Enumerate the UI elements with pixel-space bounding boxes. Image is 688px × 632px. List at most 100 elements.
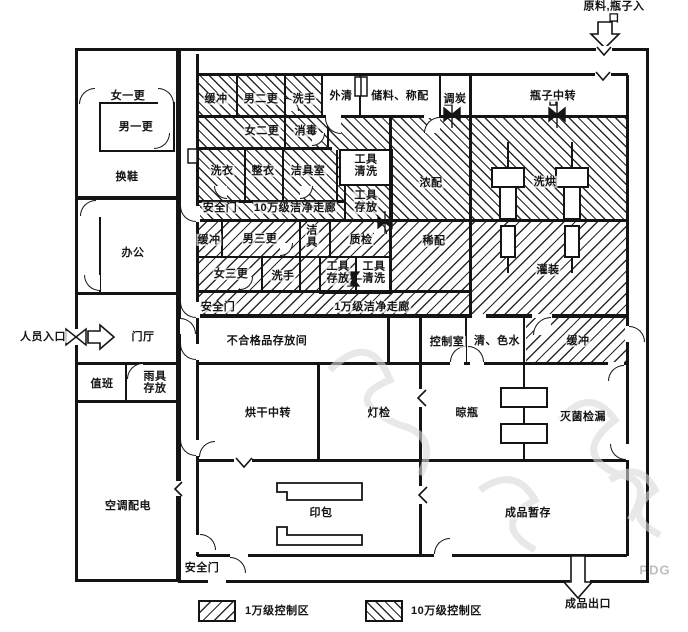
room-label-zhijian: 质检: [348, 233, 374, 247]
wall: [99, 217, 101, 294]
door-gap: [230, 554, 248, 557]
wall: [317, 365, 320, 461]
legend-swatch-100k: [365, 600, 403, 622]
room-label-miejian: 灭菌检漏: [559, 410, 607, 424]
room-label-nv1geng: 女一更: [109, 89, 147, 103]
wall: [244, 150, 246, 201]
wall: [389, 118, 392, 292]
door-gap: [472, 314, 486, 318]
room-label-waiqing: 外清: [328, 89, 354, 103]
room-label-dengjian: 灯检: [366, 406, 392, 420]
wall: [469, 75, 472, 221]
room-label-menting: 门厅: [130, 330, 156, 344]
room-label-yinbao: 印包: [308, 506, 334, 520]
door-gap: [74, 329, 80, 345]
outer-wall-left-wing: [75, 48, 179, 582]
wall: [77, 400, 178, 403]
room-label-xipei: 稀配: [421, 234, 447, 248]
room-label-jiejushi: 洁具室: [289, 164, 327, 178]
room-label-nv2geng: 女二更: [243, 124, 281, 138]
room-label-gongju-qingxi1: 工具 清洗: [353, 153, 379, 179]
wall: [77, 292, 178, 295]
room-label-nan1geng: 男一更: [117, 120, 155, 134]
room-label-xiyi: 洗衣: [209, 164, 235, 178]
door-gap: [434, 554, 452, 557]
legend-label-10k: 1万级控制区: [245, 604, 310, 617]
room-label-zhengyi: 整衣: [250, 164, 276, 178]
door-gap: [326, 115, 341, 118]
room-label-tiaotan: 调炭: [442, 92, 468, 106]
legend-swatch-10k: [198, 600, 236, 622]
room-label-liangping: 晾瓶: [454, 406, 480, 420]
room-label-chengpin: 成品暂存: [504, 506, 552, 520]
wall: [419, 459, 422, 556]
room-label-guanzhuang: 灌装: [535, 263, 561, 277]
wall: [197, 147, 332, 150]
wall: [197, 459, 627, 462]
wall: [282, 150, 284, 201]
room-label-gongju-cunfang2: 工具 存放: [325, 260, 351, 286]
room-label-huanxie: 换鞋: [114, 170, 140, 184]
wall: [419, 317, 422, 364]
door-gap: [195, 440, 200, 456]
label-anquanmen1: 安全门: [201, 201, 239, 215]
room-label-nongpei: 浓配: [418, 176, 444, 190]
wall: [221, 221, 223, 258]
room-label-huanchong2: 缓冲: [196, 233, 222, 247]
door-gap: [195, 302, 200, 318]
room-label-jieju: 洁 具: [305, 224, 319, 250]
door-gap: [195, 344, 200, 360]
room-label-xihong: 洗烘: [532, 175, 558, 189]
wall: [419, 365, 422, 461]
door-gap: [596, 48, 612, 54]
pass-through-table: [500, 387, 548, 408]
room-label-xishou2: 洗手: [270, 269, 296, 283]
entrance-label-personnel: 人员入口: [19, 330, 67, 344]
room-label-nan2geng: 男二更: [242, 92, 280, 106]
room-label-gongju-qingxi2: 工具 清洗: [361, 260, 387, 286]
room-label-kongzhishi: 控制室: [428, 335, 466, 349]
wall: [336, 150, 338, 201]
legend-label-100k: 10万级控制区: [411, 604, 482, 617]
room-label-qingseshui: 清、色水: [473, 334, 521, 348]
wall: [197, 200, 345, 203]
material-entrance-arrow-icon: [589, 21, 621, 50]
room-label-xishou1: 洗手: [291, 92, 317, 106]
wall: [197, 554, 627, 557]
pass-through-table: [500, 423, 548, 444]
wall: [523, 317, 525, 364]
room-label-nv3geng: 女三更: [212, 267, 250, 281]
label-anquanmen3: 安全门: [184, 561, 220, 574]
wall: [469, 221, 472, 317]
label-anquanmen2: 安全门: [199, 300, 237, 314]
wall: [299, 221, 301, 292]
label-corridor-100k: 10万级洁净走廊: [252, 201, 338, 215]
door-gap: [470, 362, 484, 365]
room-label-hongan: 烘干中转: [244, 406, 292, 420]
entrance-label-material: 原料,瓶子入口: [583, 0, 645, 25]
wall: [197, 362, 627, 365]
door-gap: [595, 73, 611, 76]
wall: [125, 362, 127, 403]
wall: [197, 314, 627, 318]
outer-wall-main: [178, 48, 649, 583]
room-label-huanchong3: 缓冲: [565, 334, 591, 348]
room-label-bangong: 办公: [120, 246, 146, 260]
door-gap: [625, 326, 630, 342]
wall: [284, 75, 286, 148]
room-label-pingzi: 瓶子中转: [529, 89, 577, 103]
door-gap: [195, 535, 200, 552]
room-label-yuju: 雨具 存放: [142, 370, 168, 396]
door-gap: [424, 115, 439, 118]
wall: [329, 221, 331, 258]
door-gap: [195, 206, 200, 222]
wall: [261, 256, 263, 292]
wall: [197, 219, 627, 222]
wall: [327, 118, 329, 148]
wall: [197, 73, 627, 76]
room-label-nan3geng: 男三更: [241, 232, 279, 246]
door-gap: [570, 578, 590, 584]
door-gap: [208, 578, 226, 584]
room-label-zhiban: 值班: [89, 377, 115, 391]
room-label-chuliao: 储料、称配: [370, 89, 430, 103]
